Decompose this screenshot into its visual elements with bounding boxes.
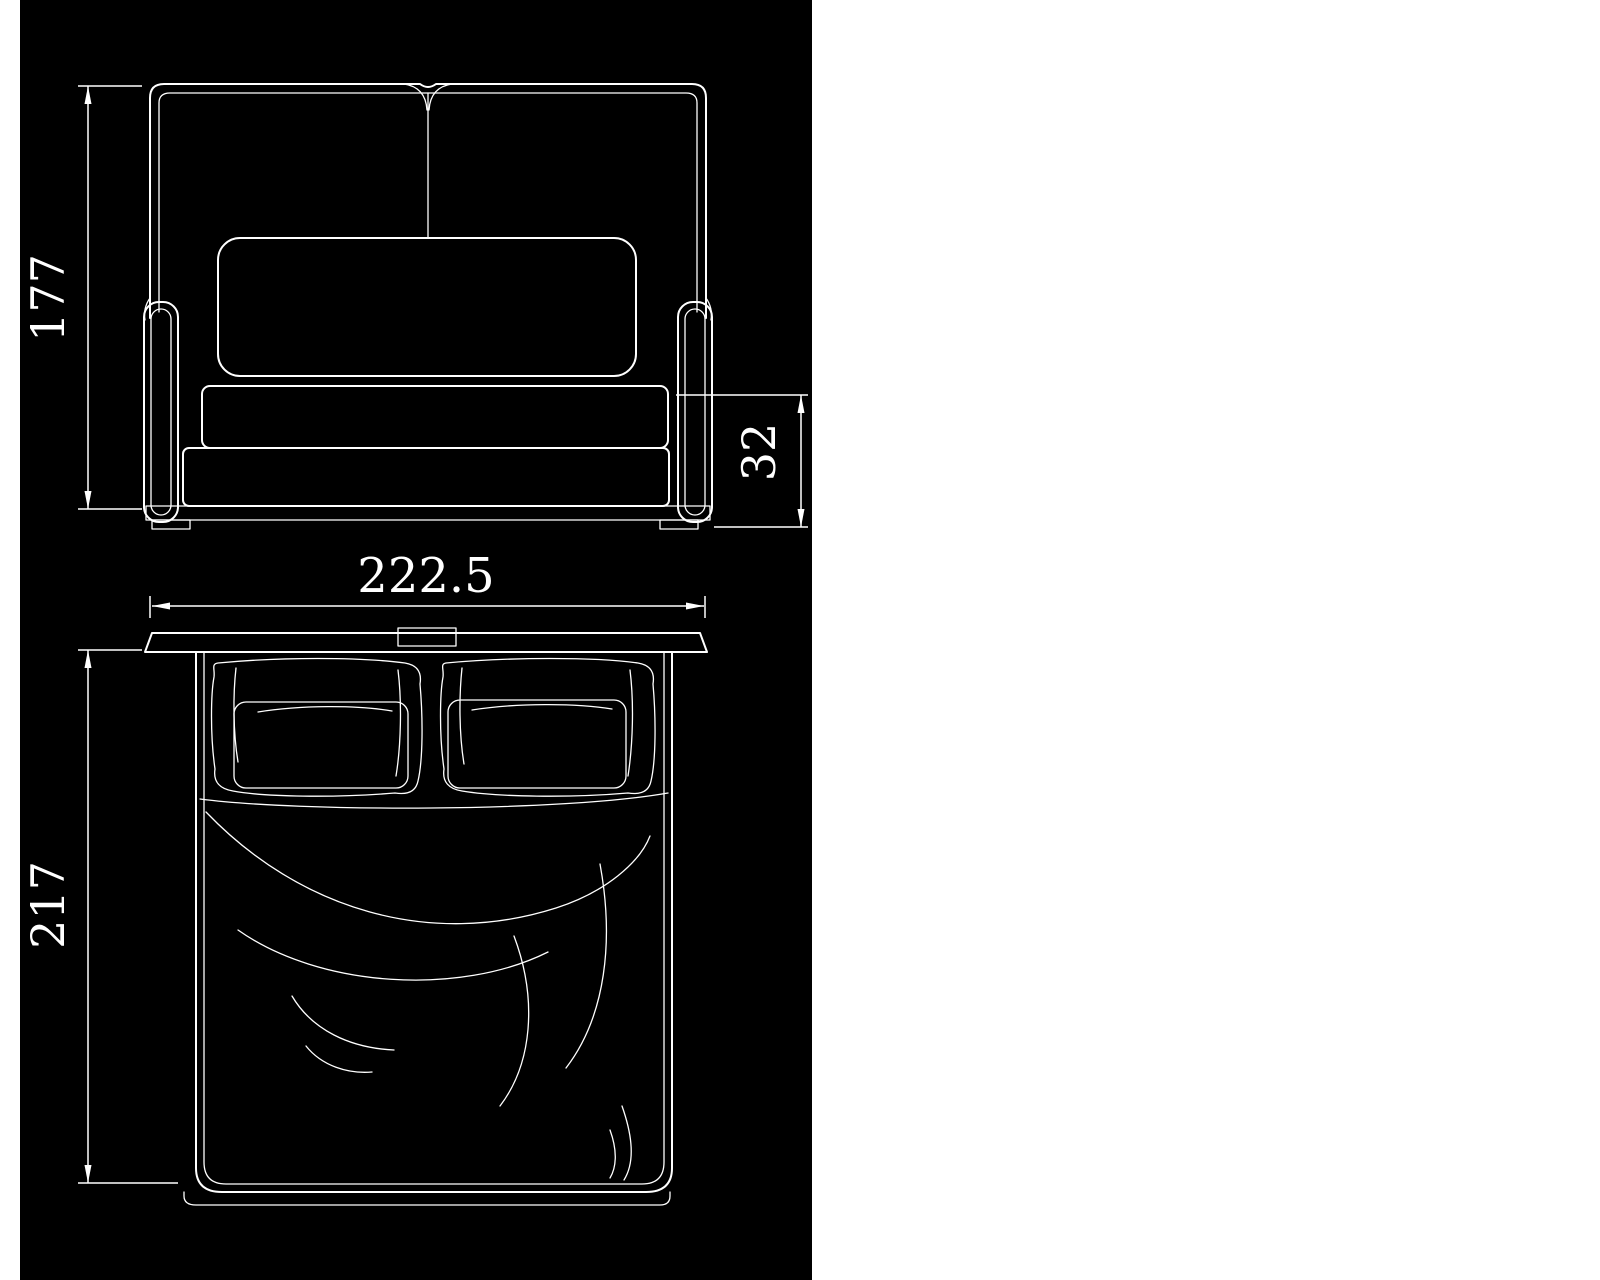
headboard-center-flare-left (403, 83, 428, 111)
duvet-bottom-right-fold (621, 1105, 632, 1181)
plan-footboard (183, 1191, 671, 1206)
dimension-arrowhead (152, 602, 170, 610)
duvet-center-fold (499, 935, 530, 1107)
pillow-left-outer (210, 657, 423, 797)
plan-bed-outline (183, 651, 673, 1206)
duvet-right-fold (565, 863, 607, 1069)
dimension-label-base-height: 32 (732, 423, 786, 482)
duvet-large-sweep (205, 811, 651, 925)
dimension-label-front-height: 177 (21, 254, 75, 342)
plan-headboard-center-block (397, 627, 457, 647)
dimension-arrowhead (797, 509, 805, 527)
pillow-left-crease-3 (257, 705, 393, 713)
pillow-right-crease-3 (471, 703, 613, 711)
dimension-overall-width: 222.5 (149, 548, 706, 618)
right-arm-inner (684, 308, 706, 516)
plan-headboard-board (144, 632, 708, 653)
left-arm-inner (150, 308, 172, 516)
dimension-arrowhead (84, 1165, 92, 1183)
drawing-canvas-background (20, 0, 812, 1280)
dimension-arrowhead (797, 395, 805, 413)
right-foot (659, 519, 699, 530)
pillow-left-inner (233, 701, 409, 789)
right-arm-outer (677, 301, 713, 523)
pillow-right (439, 657, 656, 797)
duvet-left-hook (305, 1045, 373, 1073)
duvet-bottom-right-small (609, 1129, 616, 1179)
side-arms (143, 301, 713, 523)
pillow-left (210, 657, 423, 797)
plinth-bar (145, 505, 711, 521)
duvet-left-fold (291, 995, 395, 1051)
plinth (145, 505, 711, 530)
back-cushion (217, 237, 637, 377)
plan-headboard (144, 627, 708, 653)
duvet-top-fold (199, 792, 669, 809)
duvet-nested-arc (237, 929, 549, 981)
pillow-left-crease-1 (233, 667, 239, 763)
dimension-base-height: 32 (676, 394, 808, 528)
left-arm-outer (143, 301, 179, 523)
dimension-arrowhead (84, 650, 92, 668)
plan-view (144, 627, 708, 1206)
pillow-right-crease-1 (459, 667, 465, 765)
headboard-outer-outline (149, 83, 707, 319)
headboard (143, 83, 713, 321)
headboard-center-flare-right (428, 83, 453, 111)
front-elevation-view (143, 83, 713, 530)
pillow-right-outer (439, 657, 656, 797)
pillow-right-crease-2 (627, 669, 634, 777)
dimension-label-overall-depth: 217 (21, 861, 75, 949)
pillow-right-inner (447, 699, 627, 789)
plan-bed-inner (203, 651, 665, 1185)
dimension-overall-depth: 217 (21, 649, 178, 1184)
left-foot (151, 519, 191, 530)
plan-bed-outer (195, 651, 673, 1193)
dimension-label-overall-width: 222.5 (357, 548, 494, 604)
dimension-arrowhead (686, 602, 704, 610)
pillow-left-crease-2 (395, 669, 402, 777)
dimension-arrowhead (84, 491, 92, 509)
duvet-fold-lines (199, 792, 669, 1181)
dimension-front-height: 177 (21, 85, 142, 510)
dimension-arrowhead (84, 86, 92, 104)
